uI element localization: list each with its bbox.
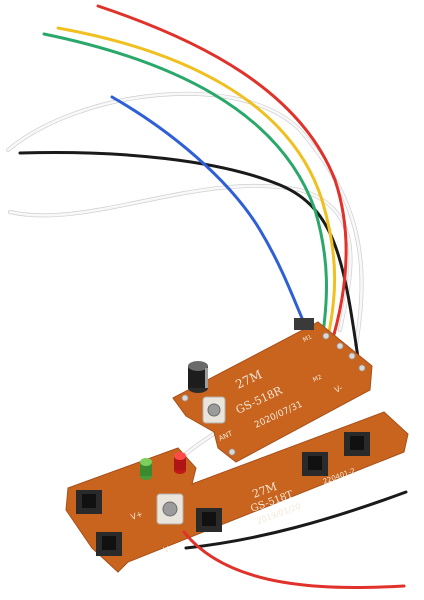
tx-coil bbox=[156, 493, 184, 525]
rx-pin-vminus: V- bbox=[333, 383, 344, 395]
receiver-board: 27M GS-518R 2020/07/31 ANT M1 M2 V- bbox=[172, 318, 373, 463]
push-button-right-1 bbox=[302, 452, 328, 476]
red-led bbox=[174, 452, 186, 474]
red-wire bbox=[96, 4, 348, 350]
tx-red-wire bbox=[182, 530, 406, 589]
coil bbox=[202, 396, 226, 424]
tx-black-wire bbox=[184, 490, 408, 550]
green-wire bbox=[42, 32, 328, 342]
chip bbox=[294, 318, 314, 330]
blue-wire bbox=[110, 95, 324, 364]
push-button-left-top bbox=[76, 490, 102, 514]
green-led bbox=[140, 458, 152, 480]
yellow-wire bbox=[56, 26, 337, 344]
tx-vminus-label: V- bbox=[163, 544, 174, 555]
receiver-wires bbox=[6, 4, 364, 502]
rx-pin-m2: M2 bbox=[312, 374, 323, 384]
electrolytic-capacitor bbox=[188, 361, 208, 393]
push-button-right-2 bbox=[344, 432, 370, 456]
push-button-center bbox=[196, 508, 222, 532]
transmitter-wires bbox=[182, 490, 408, 589]
push-button-left-bottom bbox=[96, 532, 122, 556]
tx-vplus-label: V+ bbox=[130, 509, 145, 522]
rx-pin-m1: M1 bbox=[302, 334, 313, 344]
transmitter-board: 27M GS-518T 2019/01/20 220401-2 V+ V- bbox=[65, 411, 409, 573]
black-wire bbox=[18, 150, 364, 387]
